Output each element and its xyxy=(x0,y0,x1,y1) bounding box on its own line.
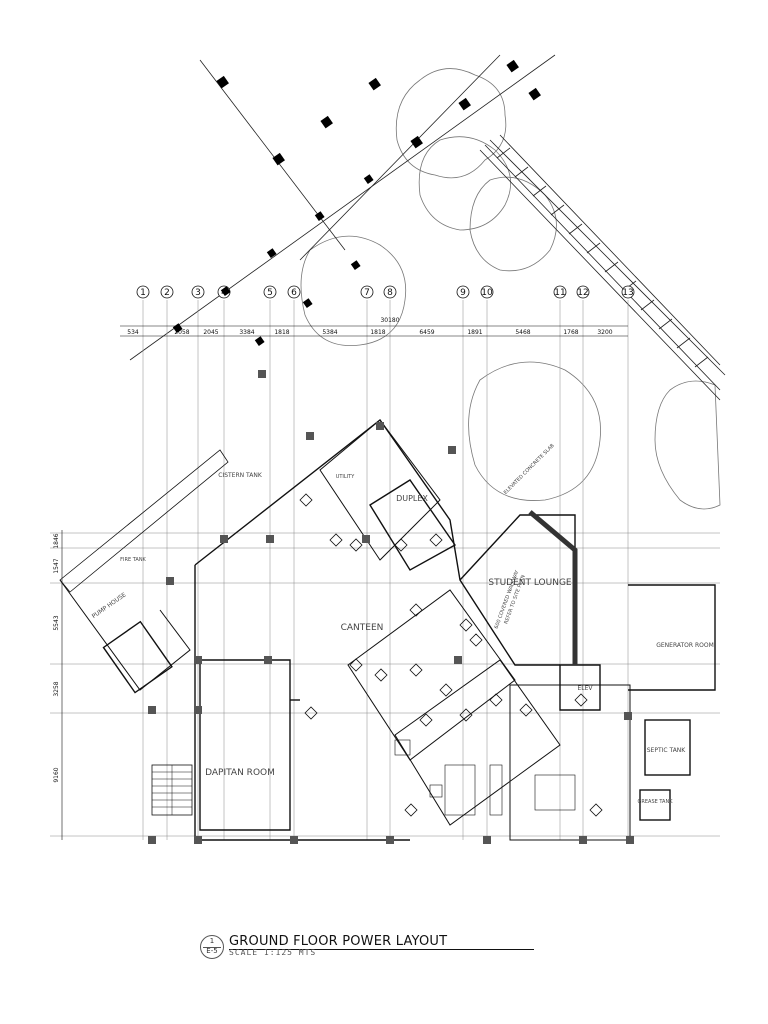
label-concrete-slab: ELEVATED CONCRETE SLAB xyxy=(503,442,556,495)
grid-label: 1 xyxy=(140,288,146,298)
grid-label: 10 xyxy=(481,288,493,298)
bay-dimension: 5468 xyxy=(515,329,530,336)
grid-label: 8 xyxy=(387,288,393,298)
bay-dimension: 6459 xyxy=(419,329,434,336)
grid-label: 7 xyxy=(364,288,370,298)
building-walls xyxy=(59,418,716,841)
bay-dimension: 3200 xyxy=(597,329,612,336)
grid-label: 12 xyxy=(577,288,588,298)
room-label-student-lounge: STUDENT LOUNGE xyxy=(488,578,572,588)
kitchen-equipment xyxy=(394,739,576,816)
room-label-duplex: DUPLEX xyxy=(396,494,428,503)
bubble-divider xyxy=(203,947,221,948)
bay-dimension: 1818 xyxy=(274,329,289,336)
vertical-dimension: 5543 xyxy=(53,615,60,630)
site-markers xyxy=(172,59,541,346)
stair-treads xyxy=(152,765,192,815)
power-outlet-symbols xyxy=(299,493,603,817)
room-label-generator: GENERATOR ROOM xyxy=(656,642,714,649)
grid-label: 2 xyxy=(164,288,170,298)
bay-dimension: 534 xyxy=(127,329,139,336)
overall-dimension: 30180 xyxy=(380,317,399,324)
room-label-septic: SEPTIC TANK xyxy=(647,747,687,754)
room-label-canteen: CANTEEN xyxy=(341,623,384,633)
bay-dimension: 2045 xyxy=(203,329,218,336)
grid-label: 5 xyxy=(267,288,273,298)
bay-dimension: 1818 xyxy=(370,329,385,336)
drawing-title-block: 1 E-5 GROUND FLOOR POWER LAYOUT SCALE 1:… xyxy=(200,934,540,964)
walkway-tiles xyxy=(484,134,721,391)
detail-reference-bubble: 1 E-5 xyxy=(200,935,224,959)
grid-bubbles xyxy=(136,285,635,299)
site-lines xyxy=(129,54,726,401)
grid-lines xyxy=(142,300,629,840)
grid-bubble-labels: 1 2 3 4 5 6 7 8 9 10 11 12 13 xyxy=(140,288,634,298)
room-labels: CANTEEN DAPITAN ROOM STUDENT LOUNGE CIST… xyxy=(91,442,714,805)
vertical-dimension: 1846 xyxy=(53,533,60,548)
grid-lines-horizontal xyxy=(50,532,720,837)
grid-label: 3 xyxy=(195,288,201,298)
bay-dimension: 2058 xyxy=(174,329,189,336)
room-label-cistern: CISTERN TANK xyxy=(218,472,263,479)
detail-number: 1 xyxy=(209,937,215,945)
grid-label: 6 xyxy=(291,288,297,298)
grid-label: 9 xyxy=(460,288,466,298)
vertical-dimension: 1547 xyxy=(53,558,60,573)
bay-dimension: 3384 xyxy=(239,329,254,336)
covered-walkway xyxy=(528,510,578,665)
vertical-dimensions: 1846 1547 5543 3258 9160 xyxy=(53,533,60,782)
room-label-grease: GREASE TANK xyxy=(638,799,674,805)
room-label-dapitan: DAPITAN ROOM xyxy=(205,768,275,778)
vertical-dimension: 3258 xyxy=(53,681,60,696)
top-dimension-line xyxy=(120,325,628,337)
detail-sheet: E-5 xyxy=(206,947,218,955)
vertical-dimension: 9160 xyxy=(53,767,60,782)
bay-dimension: 1768 xyxy=(563,329,578,336)
room-label-elev: ELEV xyxy=(577,685,593,692)
columns xyxy=(148,370,634,844)
room-label-utility: UTILITY xyxy=(336,474,356,480)
bay-dimension: 5384 xyxy=(322,329,337,336)
scale-note: SCALE 1:125 MTS xyxy=(229,948,317,957)
title-underline xyxy=(229,949,534,950)
bay-dimensions: 534 2058 2045 3384 1818 5384 1818 6459 1… xyxy=(127,329,613,336)
bay-dimension: 1891 xyxy=(467,329,482,336)
room-label-pump-house: PUMP HOUSE xyxy=(91,591,128,620)
grid-label: 11 xyxy=(554,288,565,298)
grid-label: 13 xyxy=(622,288,633,298)
room-label-fire-tank: FIRE TANK xyxy=(120,557,146,563)
drawing-title: GROUND FLOOR POWER LAYOUT xyxy=(229,934,448,949)
